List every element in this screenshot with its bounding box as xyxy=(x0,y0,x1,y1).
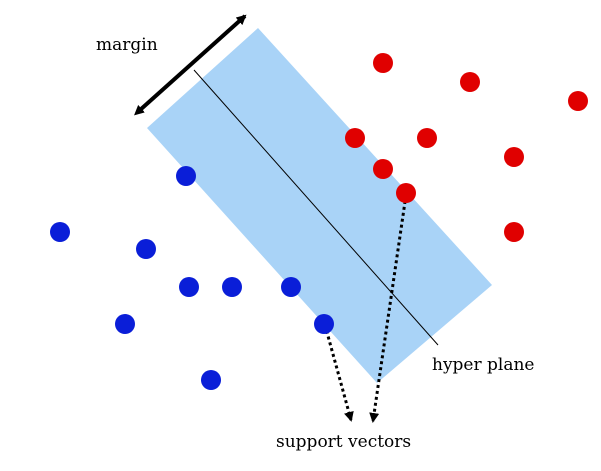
support-vector-arrow-left xyxy=(323,324,354,422)
red-point xyxy=(373,53,393,73)
red-point-support-vector xyxy=(396,183,416,203)
blue-point xyxy=(201,370,221,390)
blue-point xyxy=(179,277,199,297)
negative-class-points xyxy=(50,166,334,390)
blue-point xyxy=(115,314,135,334)
red-point xyxy=(417,128,437,148)
blue-point xyxy=(176,166,196,186)
red-point xyxy=(504,147,524,167)
blue-point xyxy=(136,239,156,259)
red-point xyxy=(460,72,480,92)
support-vector-arrow-right xyxy=(369,194,408,423)
blue-point xyxy=(222,277,242,297)
hyperplane-line xyxy=(193,69,439,346)
blue-point-support-vector xyxy=(281,277,301,297)
red-point xyxy=(504,222,524,242)
blue-point-support-vector xyxy=(314,314,334,334)
positive-class-points xyxy=(345,53,588,242)
red-point xyxy=(373,159,393,179)
margin-label: margin xyxy=(96,35,158,55)
margin-band xyxy=(147,28,492,383)
red-point xyxy=(568,91,588,111)
red-point xyxy=(345,128,365,148)
support-vectors-label: support vectors xyxy=(276,432,411,452)
blue-point xyxy=(50,222,70,242)
margin-arrow xyxy=(134,14,247,116)
hyperplane-label: hyper plane xyxy=(432,355,535,375)
